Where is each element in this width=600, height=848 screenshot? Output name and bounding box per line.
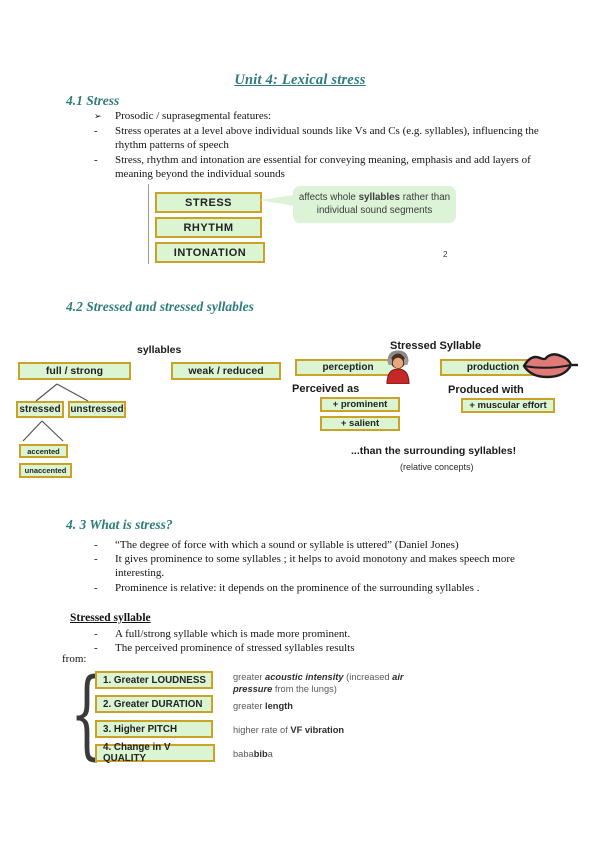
factor-pitch-box: 3. Higher PITCH <box>95 720 213 738</box>
section-4-3-bullets: - “The degree of force with which a soun… <box>94 538 544 595</box>
bullet-text: A full/strong syllable which is made mor… <box>115 628 351 640</box>
vquality-description: bababiba <box>233 749 273 759</box>
stressed-syllable-bullets: - A full/strong syllable which is made m… <box>94 627 544 655</box>
dash-bullet-icon: - <box>94 153 98 166</box>
bullet-stress-operates: - Stress operates at a level above indiv… <box>94 124 544 152</box>
factor-loudness-box: 1. Greater LOUDNESS <box>95 671 213 689</box>
perception-box: perception <box>295 359 401 376</box>
section-4-3-heading: 4. 3 What is stress? <box>66 517 173 532</box>
lips-icon <box>522 353 578 379</box>
bullet-text: Prosodic / suprasegmental features: <box>115 110 272 122</box>
slide-page-number: 2 <box>443 250 448 259</box>
weak-reduced-box: weak / reduced <box>171 362 281 380</box>
loudness-description: greater acoustic intensity (increased ai… <box>233 672 404 694</box>
section-4-2-heading: 4.2 Stressed and stressed syllables <box>66 299 254 314</box>
rhythm-box: RHYTHM <box>155 217 262 238</box>
stress-box: STRESS <box>155 192 262 213</box>
salient-box: + salient <box>320 416 400 431</box>
relative-concepts-note: (relative concepts) <box>400 462 474 472</box>
full-strong-box: full / strong <box>18 362 131 380</box>
pitch-description: higher rate of VF vibration <box>233 725 345 735</box>
bullet-text: It gives prominence to some syllables ; … <box>115 553 515 580</box>
factor-vquality-box: 4. Change in V QUALITY <box>95 742 215 764</box>
stressed-syllable-title: Stressed Syllable <box>390 340 482 352</box>
callout-text: affects whole syllables rather than indi… <box>298 192 451 216</box>
dash-bullet-icon: - <box>94 539 98 551</box>
dash-bullet-icon: - <box>94 581 98 594</box>
bullet-text: Stress, rhythm and intonation are essent… <box>115 153 531 180</box>
intonation-box: INTONATION <box>155 242 265 263</box>
bullet-full-strong-prominent: - A full/strong syllable which is made m… <box>94 627 544 641</box>
accented-box: accented <box>19 444 68 458</box>
bullet-text: Stress operates at a level above individ… <box>115 125 539 152</box>
page-title: Unit 4: Lexical stress <box>234 72 366 88</box>
stressed-box: stressed <box>16 401 64 418</box>
bullet-stress-rhythm-intonation: - Stress, rhythm and intonation are esse… <box>94 153 544 181</box>
dash-bullet-icon: - <box>94 642 98 655</box>
dash-bullet-icon: - <box>94 125 98 138</box>
stressed-syllable-subheading: Stressed syllable <box>70 612 151 624</box>
unstressed-box: unstressed <box>68 401 126 418</box>
unaccented-box: unaccented <box>19 463 72 478</box>
arrow-bullet-icon: ➢ <box>94 112 102 122</box>
dash-bullet-icon: - <box>94 553 98 566</box>
bullet-perceived-prominence-results: - The perceived prominence of stressed s… <box>94 641 544 655</box>
dash-bullet-icon: - <box>94 628 98 640</box>
muscular-effort-box: + muscular effort <box>461 398 555 413</box>
slide-edge-line <box>148 184 149 264</box>
bullet-prosodic: ➢ Prosodic / suprasegmental features: <box>94 109 544 124</box>
from-label: from: <box>62 653 87 665</box>
factor-duration-box: 2. Greater DURATION <box>95 695 213 713</box>
bullet-gives-prominence: - It gives prominence to some syllables … <box>94 552 544 580</box>
prominent-box: + prominent <box>320 397 400 412</box>
than-surrounding-syllables-text: ...than the surrounding syllables! <box>351 445 517 457</box>
bullet-text: Prominence is relative: it depends on th… <box>115 581 480 594</box>
section-4-1-heading: 4.1 Stress <box>66 93 120 108</box>
syllables-callout: affects whole syllables rather than indi… <box>293 186 456 223</box>
duration-description: greater length <box>233 701 293 711</box>
callout-pointer <box>259 195 295 206</box>
tree-branch-lines <box>22 383 89 442</box>
syllables-label: syllables <box>137 344 182 356</box>
bullet-prominence-relative: - Prominence is relative: it depends on … <box>94 581 544 595</box>
listener-person-icon <box>386 350 410 384</box>
bullet-text: “The degree of force with which a sound … <box>115 539 459 551</box>
produced-with-label: Produced with <box>448 384 524 396</box>
section-4-1-bullets: ➢ Prosodic / suprasegmental features: - … <box>94 109 544 181</box>
perceived-as-label: Perceived as <box>292 383 360 395</box>
bullet-daniel-jones-quote: - “The degree of force with which a soun… <box>94 538 544 552</box>
bullet-text: The perceived prominence of stressed syl… <box>115 642 355 655</box>
